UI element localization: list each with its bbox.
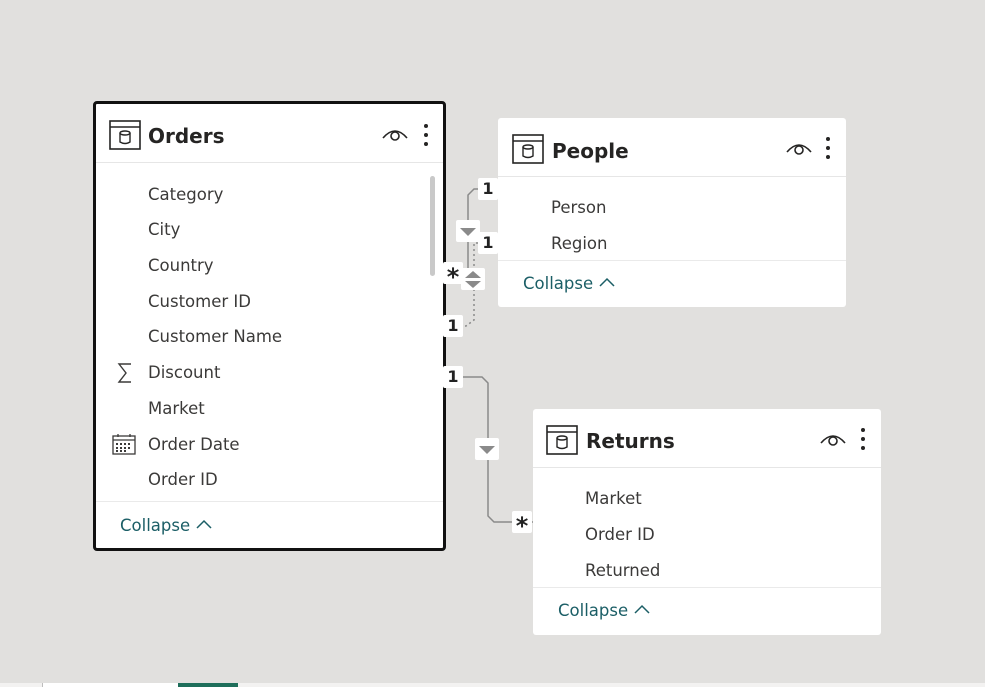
filter-direction-arrow[interactable] [475, 438, 499, 460]
field-row[interactable]: Market [533, 487, 863, 511]
orders-title: Orders [148, 124, 225, 148]
page-tab-active[interactable] [178, 683, 238, 687]
eye-icon[interactable] [786, 138, 812, 158]
field-row[interactable]: Region [498, 232, 828, 256]
table-icon [512, 134, 544, 164]
field-label: Order ID [585, 525, 655, 544]
orders-card-header[interactable]: Orders [96, 104, 443, 163]
chevron-up-icon [634, 604, 650, 614]
page-tab[interactable] [42, 683, 179, 687]
filter-direction-arrow[interactable] [456, 220, 480, 242]
collapse-divider [498, 260, 846, 261]
field-label: Person [551, 198, 607, 217]
field-label: Order Date [148, 435, 240, 454]
cardinality-one-badge: 1 [443, 366, 463, 388]
field-label: Region [551, 234, 608, 253]
more-options-icon[interactable] [824, 135, 832, 161]
field-label: Customer Name [148, 327, 283, 346]
cardinality-many-badge: * [512, 511, 532, 540]
returns-title: Returns [586, 429, 675, 453]
eye-icon[interactable] [820, 429, 846, 449]
chevron-up-icon [196, 519, 212, 529]
cardinality-one-badge: 1 [443, 315, 463, 337]
field-row[interactable]: Returned [533, 559, 863, 583]
more-options-icon[interactable] [859, 426, 867, 452]
collapse-divider [533, 587, 881, 588]
field-label: City [148, 220, 181, 239]
bidirectional-arrow-icon [465, 271, 481, 288]
collapse-button[interactable]: Collapse [523, 274, 616, 293]
collapse-button[interactable]: Collapse [558, 601, 651, 620]
calendar-icon [112, 434, 136, 455]
chevron-up-icon [599, 277, 615, 287]
more-options-icon[interactable] [422, 122, 430, 148]
triangle-down-icon [479, 446, 495, 454]
field-row[interactable]: Category [96, 183, 426, 207]
sigma-icon [117, 363, 131, 383]
field-row[interactable]: Discount [96, 361, 426, 385]
eye-icon[interactable] [382, 124, 408, 144]
page-tabs-strip [0, 683, 985, 687]
cardinality-many-badge: * [443, 262, 463, 291]
orders-table-card[interactable]: Orders Category City Country Customer ID [93, 101, 446, 551]
cardinality-one-badge: 1 [478, 178, 498, 200]
field-label: Returned [585, 561, 661, 580]
filter-direction-both-arrow[interactable] [461, 268, 485, 290]
collapse-divider [96, 501, 443, 502]
collapse-label: Collapse [558, 601, 629, 620]
people-table-card[interactable]: People Person Region Collapse [498, 118, 846, 307]
field-row[interactable]: Customer ID [96, 290, 426, 314]
field-label: Country [148, 256, 214, 275]
cardinality-one-badge: 1 [478, 232, 498, 254]
field-row[interactable]: Market [96, 397, 426, 421]
field-row[interactable]: Order Date [96, 433, 426, 457]
field-label: Customer ID [148, 292, 251, 311]
returns-card-header[interactable]: Returns [533, 409, 881, 468]
field-label: Discount [148, 363, 221, 382]
field-row[interactable]: Order ID [96, 468, 426, 492]
field-row[interactable]: City [96, 218, 426, 242]
field-row[interactable]: Country [96, 254, 426, 278]
field-row[interactable]: Person [498, 196, 828, 220]
returns-table-card[interactable]: Returns Market Order ID Returned Collaps… [533, 409, 881, 635]
people-title: People [552, 139, 629, 163]
field-label: Market [585, 489, 642, 508]
table-icon [109, 120, 141, 150]
field-label: Market [148, 399, 205, 418]
orders-scrollbar[interactable] [430, 176, 435, 276]
collapse-button[interactable]: Collapse [120, 516, 213, 535]
people-card-header[interactable]: People [498, 118, 846, 177]
table-icon [546, 425, 578, 455]
triangle-down-icon [460, 228, 476, 236]
field-row[interactable]: Order ID [533, 523, 863, 547]
collapse-label: Collapse [120, 516, 191, 535]
collapse-label: Collapse [523, 274, 594, 293]
field-label: Category [148, 185, 224, 204]
field-label: Order ID [148, 470, 218, 489]
field-row[interactable]: Customer Name [96, 325, 426, 349]
